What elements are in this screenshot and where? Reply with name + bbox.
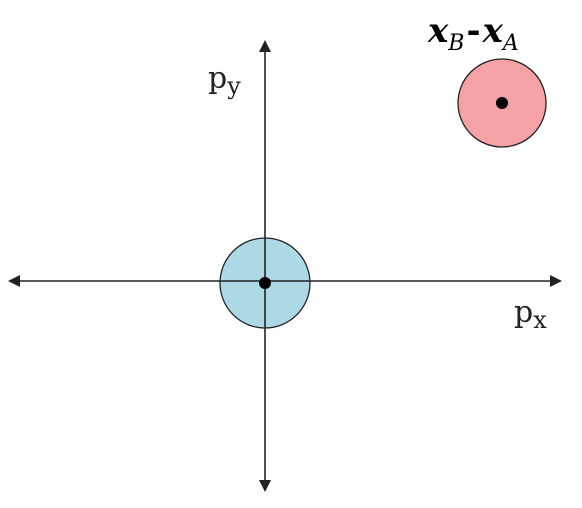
difference-label: xB-xA bbox=[427, 11, 519, 56]
x-axis-label: px bbox=[514, 295, 547, 334]
y-axis-label: py bbox=[208, 61, 241, 100]
offset-center-dot bbox=[496, 97, 508, 109]
origin-center-dot bbox=[259, 277, 271, 289]
